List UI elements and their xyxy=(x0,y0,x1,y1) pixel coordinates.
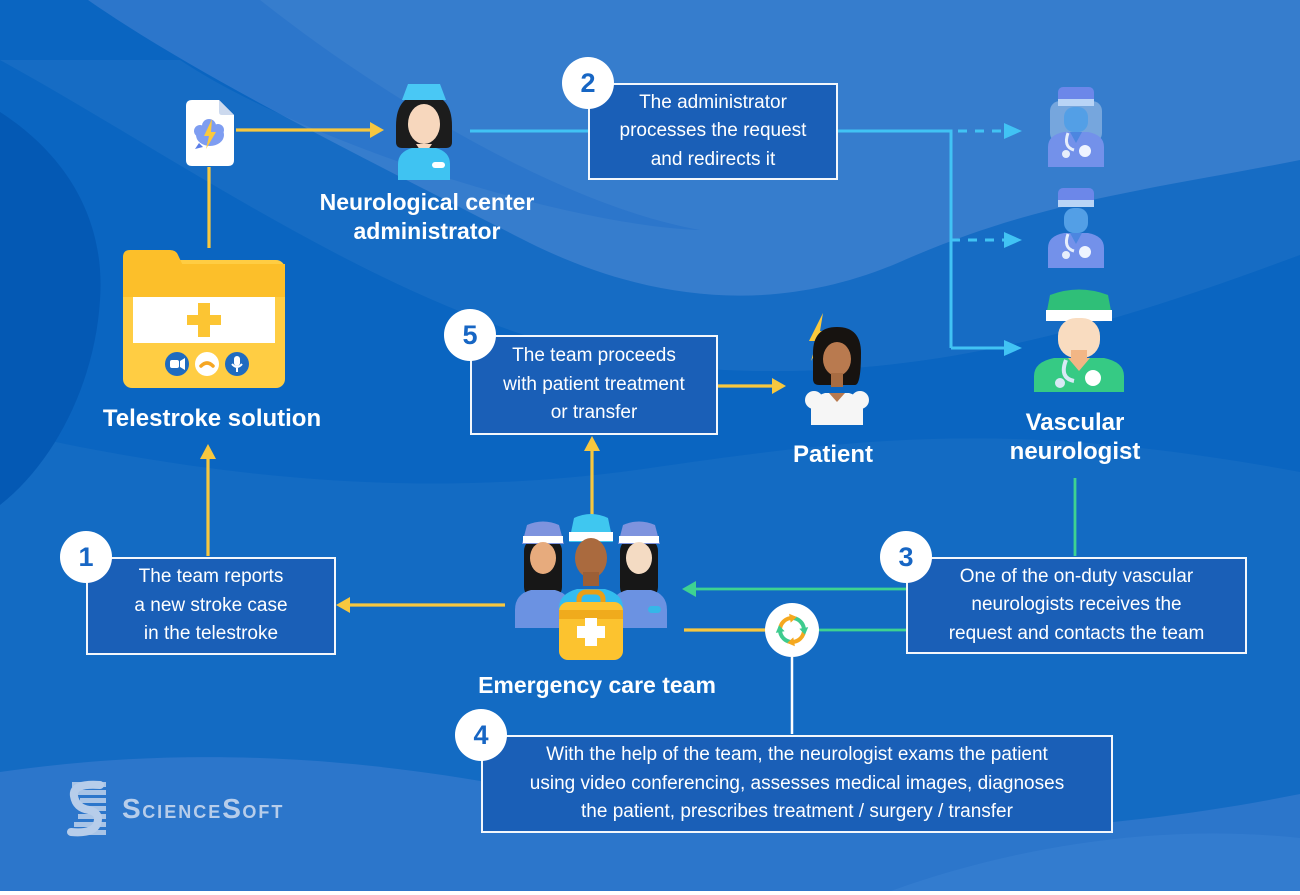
step-5-box: The team proceeds with patient treatment… xyxy=(470,335,718,435)
step-2-text: The administrator processes the request … xyxy=(619,91,807,170)
team-member-left xyxy=(515,521,571,628)
step-1-text: The team reports a new stroke case in th… xyxy=(134,566,288,645)
stroke-report-document-icon xyxy=(186,100,234,166)
logo-seg-2: CIENCE xyxy=(142,802,223,822)
first-aid-kit xyxy=(559,589,623,660)
vascular-neurologist-3-icon xyxy=(1034,289,1124,392)
arrowhead-to-neuro2 xyxy=(1004,232,1022,248)
step-3-box: One of the on-duty vascular neurologists… xyxy=(906,557,1247,654)
sync-arrows-icon xyxy=(765,603,819,657)
team-member-right xyxy=(611,521,667,628)
step-1-box: The team reports a new stroke case in th… xyxy=(86,557,336,655)
neurologist-label: Vascular neurologist xyxy=(1009,409,1141,465)
step-3-text: One of the on-duty vascular neurologists… xyxy=(948,565,1205,644)
arrowhead-to-patient xyxy=(772,378,786,394)
administrator-icon xyxy=(396,84,452,180)
step-2-number: 2 xyxy=(562,57,614,109)
arrowhead-to-step5 xyxy=(584,436,600,451)
sciencesoft-logo-mark xyxy=(67,780,106,837)
arrowhead-to-team xyxy=(682,581,696,597)
telestroke-solution-folder-icon xyxy=(123,250,285,388)
step-3-number: 3 xyxy=(880,531,932,583)
logo-seg-4: OFT xyxy=(242,802,285,822)
step-4-number: 4 xyxy=(455,709,507,761)
step-4-box: With the help of the team, the neurologi… xyxy=(481,735,1113,833)
arrowhead-to-step1 xyxy=(336,597,350,613)
patient-label: Patient xyxy=(792,441,873,468)
arrowhead-to-neuro1 xyxy=(1004,123,1022,139)
emergency-care-team-icon xyxy=(515,514,667,660)
video-call-buttons xyxy=(165,352,249,376)
logo-seg-3: S xyxy=(222,793,243,824)
line-step2-to-branch xyxy=(838,129,953,348)
vascular-neurologist-2-icon xyxy=(1048,188,1104,268)
vascular-neurologist-1-icon xyxy=(1048,87,1104,167)
admin-label: Neurological center administrator xyxy=(319,189,535,244)
telestroke-label: Telestroke solution xyxy=(102,405,322,432)
step-5-number: 5 xyxy=(444,309,496,361)
arrowhead-to-admin xyxy=(370,122,384,138)
step-5-text: The team proceeds with patient treatment… xyxy=(503,345,685,424)
patient-icon xyxy=(805,313,869,425)
arrowhead-to-neuro3 xyxy=(1004,340,1022,356)
arrowhead-to-telestroke xyxy=(200,444,216,459)
step-2-box: The administrator processes the request … xyxy=(588,83,838,180)
step-4-text: With the help of the team, the neurologi… xyxy=(529,744,1065,823)
team-label: Emergency care team xyxy=(478,672,716,698)
logo-seg-1: S xyxy=(122,793,143,824)
bottom-edge-strip xyxy=(0,891,1300,895)
step-1-number: 1 xyxy=(60,531,112,583)
